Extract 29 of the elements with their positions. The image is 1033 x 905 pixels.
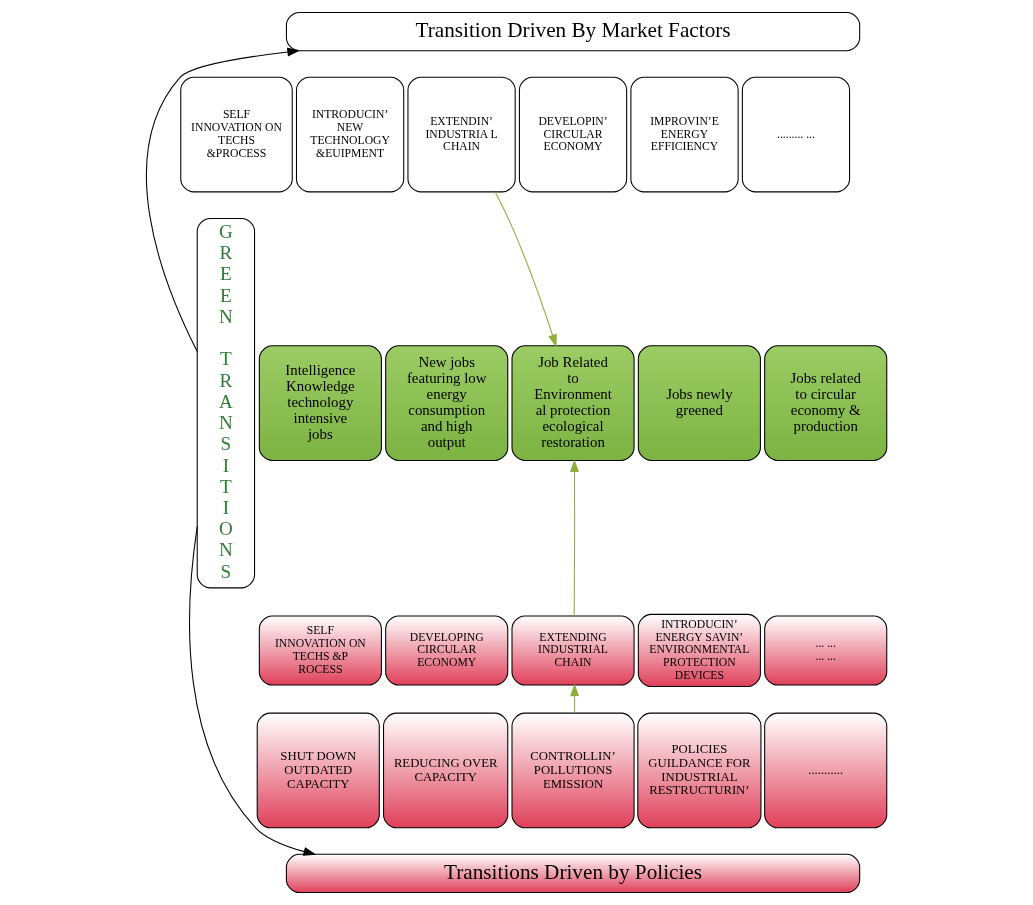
node-box: DEVELOPING CIRCULAR ECONOMY [385,615,509,686]
arrow [146,47,301,352]
node-box: ... ... ... ... [764,615,888,686]
node-box: Jobs newly greened [637,345,761,461]
node-box: CONTROLLIN’ POLLUTIONS EMISSION [511,712,635,829]
node-box: ......... ... [741,76,851,193]
node-box: Intelligence Knowledge technology intensive jobs [258,345,382,461]
node-box: Job Related to Environment al protection ecological restoration [511,345,635,461]
node-box: SELF INNOVATION ON TECHS &P ROCESS [258,615,382,686]
arrow [570,459,579,617]
node-box: IMPROVIN’E ENERGY EFFICIENCY [630,76,739,193]
node-box: DEVELOPIN’ CIRCULAR ECONOMY [518,76,628,193]
node-box: REDUCING OVER CAPACITY [383,712,509,829]
node-box: SELF INNOVATION ON TECHS &PROCESS [180,76,293,193]
node-box: EXTENDING INDUSTRIAL CHAIN [511,615,635,686]
node-box: Transition Driven By Market Factors [285,11,861,52]
node-box: POLICIES GUILDANCE FOR INDUSTRIAL RESTRUCTURIN’ [637,712,762,829]
node-box: GREEN TRANSITIONS [196,217,256,589]
node-box: EXTENDIN’ INDUSTRIA L CHAIN [407,76,516,193]
node-box: ........... [764,712,888,829]
node-box: INTRODUCIN’ NEW TECHNOLOGY &EUIPMENT [295,76,405,193]
node-box: Transitions Driven by Policies [285,853,861,894]
node-box: SHUT DOWN OUTDATED CAPACITY [256,712,380,829]
node-box: New jobs featuring low energy consumption and high output [385,345,509,461]
node-box: INTRODUCIN’ ENERGY SAVIN’ ENVIRONMENTAL PROTECTION DEVICES [637,613,761,688]
arrow [494,191,557,348]
arrow [570,683,580,714]
node-box: Jobs related to circular economy & production [764,345,888,461]
arrow [189,526,317,856]
